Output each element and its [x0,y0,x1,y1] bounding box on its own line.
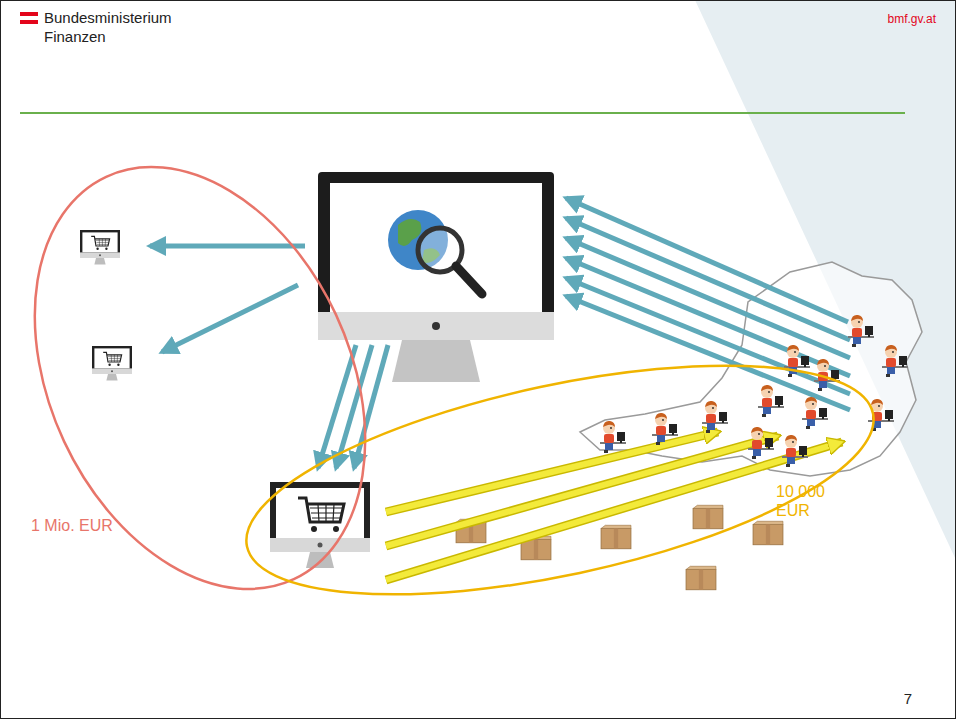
ministry-name: Finanzen [44,28,106,45]
region-ellipse: 10 000 EUR [230,320,890,620]
page-number: 7 [904,690,912,707]
ellipse-outline [230,320,890,620]
ellipse-outline [25,150,375,605]
website-url: bmf.gv.at [888,12,936,26]
amount-label: 1 Mio. EUR [31,516,141,535]
ministry-name: Bundesministerium [44,9,172,26]
amount-label: 10 000 EUR [776,482,834,520]
region-ellipse: 1 Mio. EUR [25,150,375,605]
